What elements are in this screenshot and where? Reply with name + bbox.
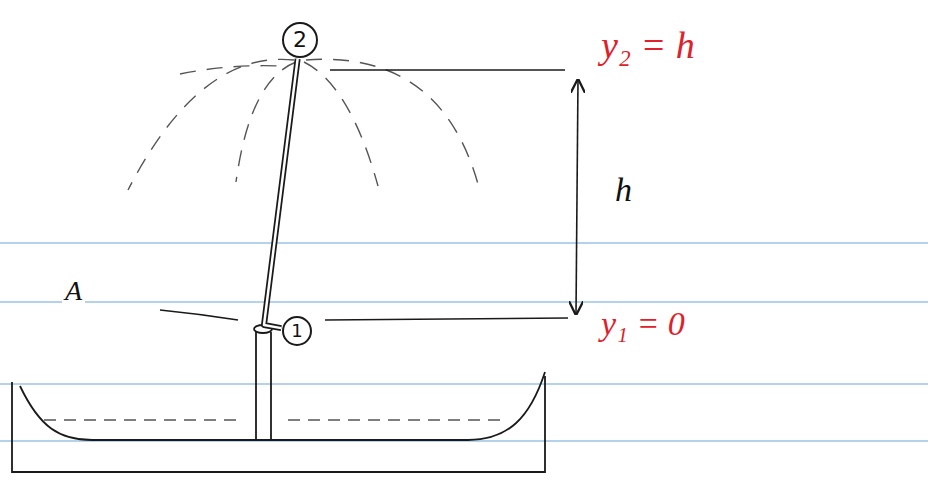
- notebook-rules: [0, 243, 928, 441]
- dimension-label: h: [612, 172, 635, 208]
- water-surface: [44, 419, 500, 420]
- height-arrow: [576, 80, 578, 314]
- elevation-label: y₂ = h: [598, 26, 698, 66]
- point-circle: 1: [282, 316, 312, 346]
- elevation-label: y₁ = 0: [598, 306, 688, 342]
- point-circle: 2: [282, 22, 318, 58]
- point-number: 2: [293, 29, 307, 51]
- region-label: A: [62, 276, 85, 305]
- water-jet: [264, 59, 298, 328]
- water-jet-core: [264, 59, 298, 328]
- spray-arcs: [128, 59, 478, 190]
- point-number: 1: [291, 322, 302, 340]
- basin: [12, 325, 545, 472]
- level-lines: [160, 70, 568, 320]
